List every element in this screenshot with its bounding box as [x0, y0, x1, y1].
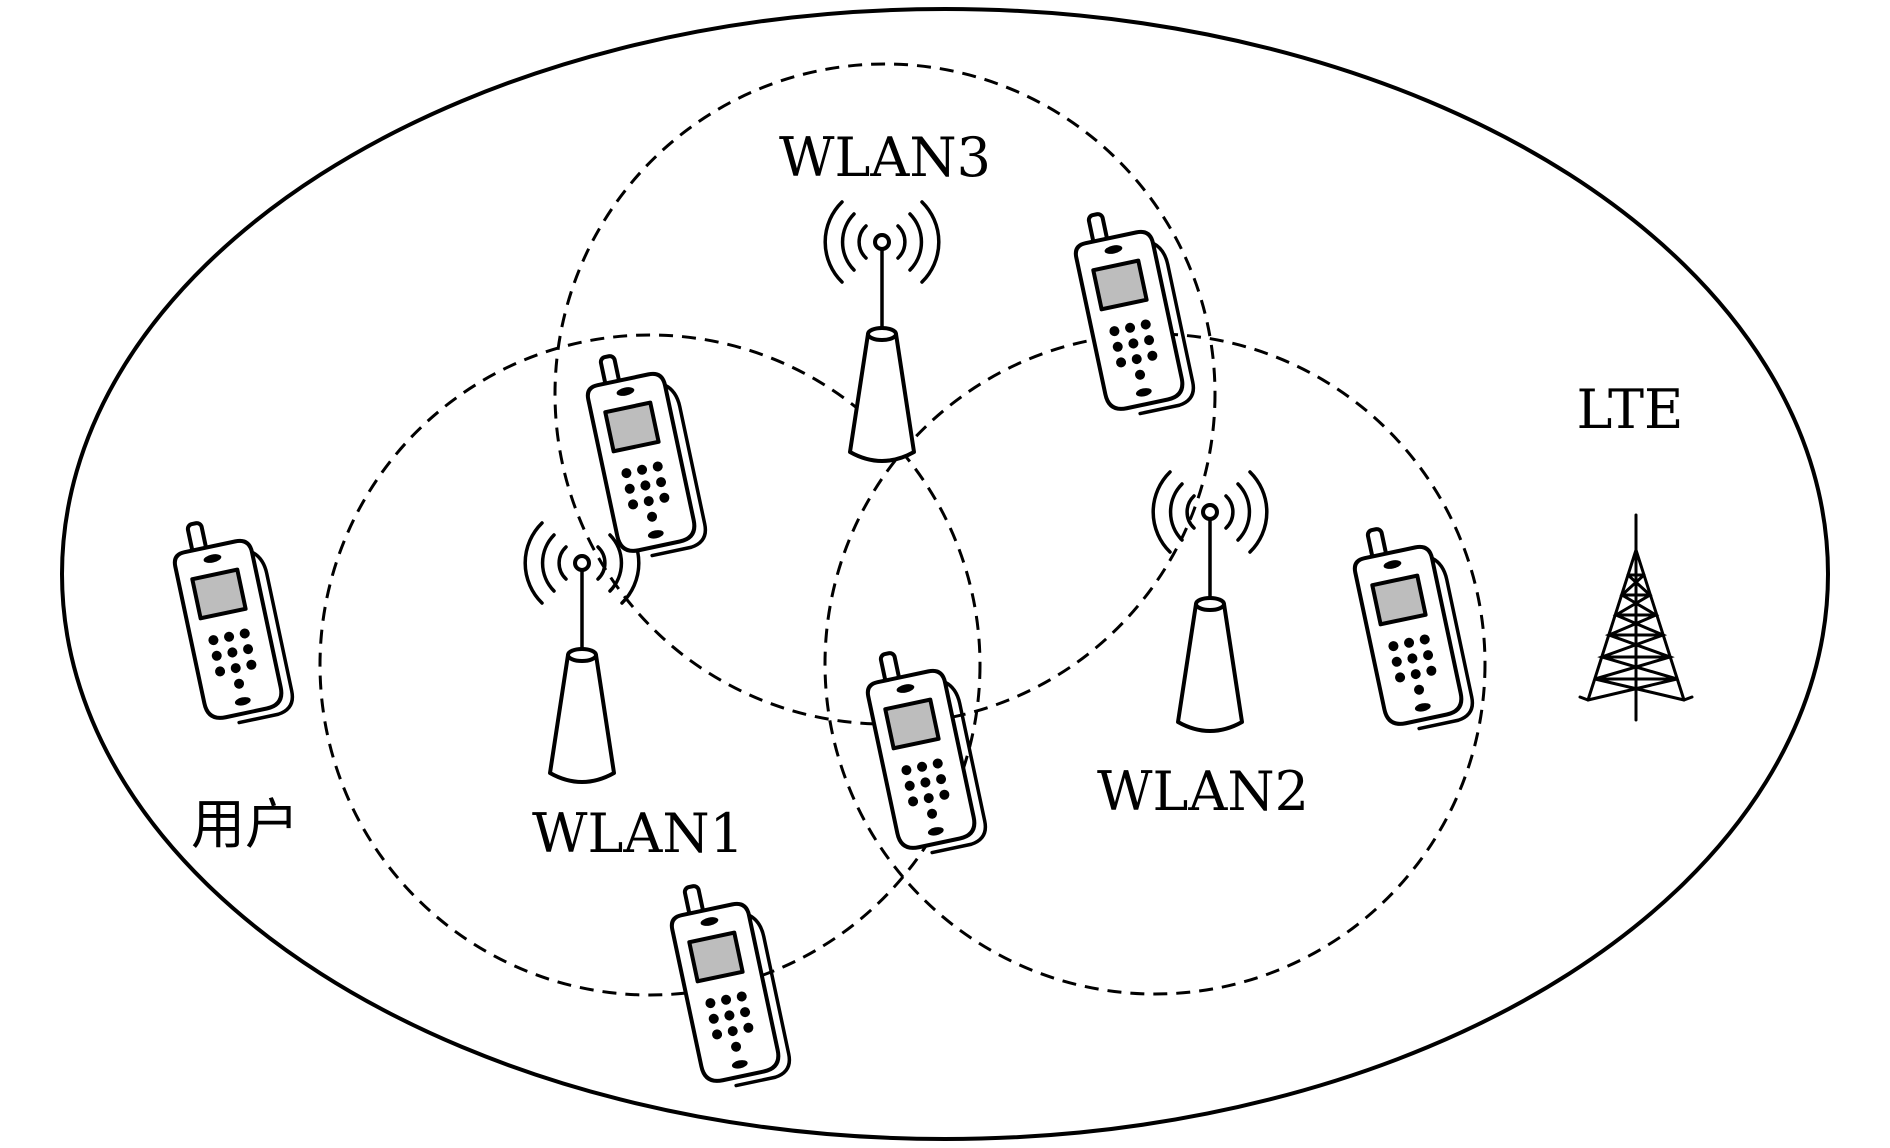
label-wlan3: WLAN3	[779, 126, 991, 189]
label-lte: LTE	[1577, 378, 1684, 441]
wlan2-access-point-icon	[1151, 470, 1269, 733]
phone-icon-wlan3-top-right	[1066, 199, 1199, 422]
phone-icon-wlan1-wlan3	[578, 341, 711, 564]
lte-coverage-ellipse	[60, 7, 1830, 1141]
phone-icon-center	[858, 638, 991, 861]
phone-icon-bottom	[662, 871, 795, 1094]
lte-tower-icon	[1578, 513, 1694, 722]
wlan3-access-point-icon	[823, 200, 941, 463]
phone-icon-left	[165, 508, 298, 731]
label-wlan2: WLAN2	[1097, 760, 1309, 823]
label-user: 用户	[191, 793, 299, 856]
label-wlan1: WLAN1	[532, 802, 744, 865]
wlan1-access-point-icon	[523, 521, 641, 784]
wlan1-coverage-circle	[318, 333, 982, 997]
phone-icon-right	[1345, 514, 1478, 737]
